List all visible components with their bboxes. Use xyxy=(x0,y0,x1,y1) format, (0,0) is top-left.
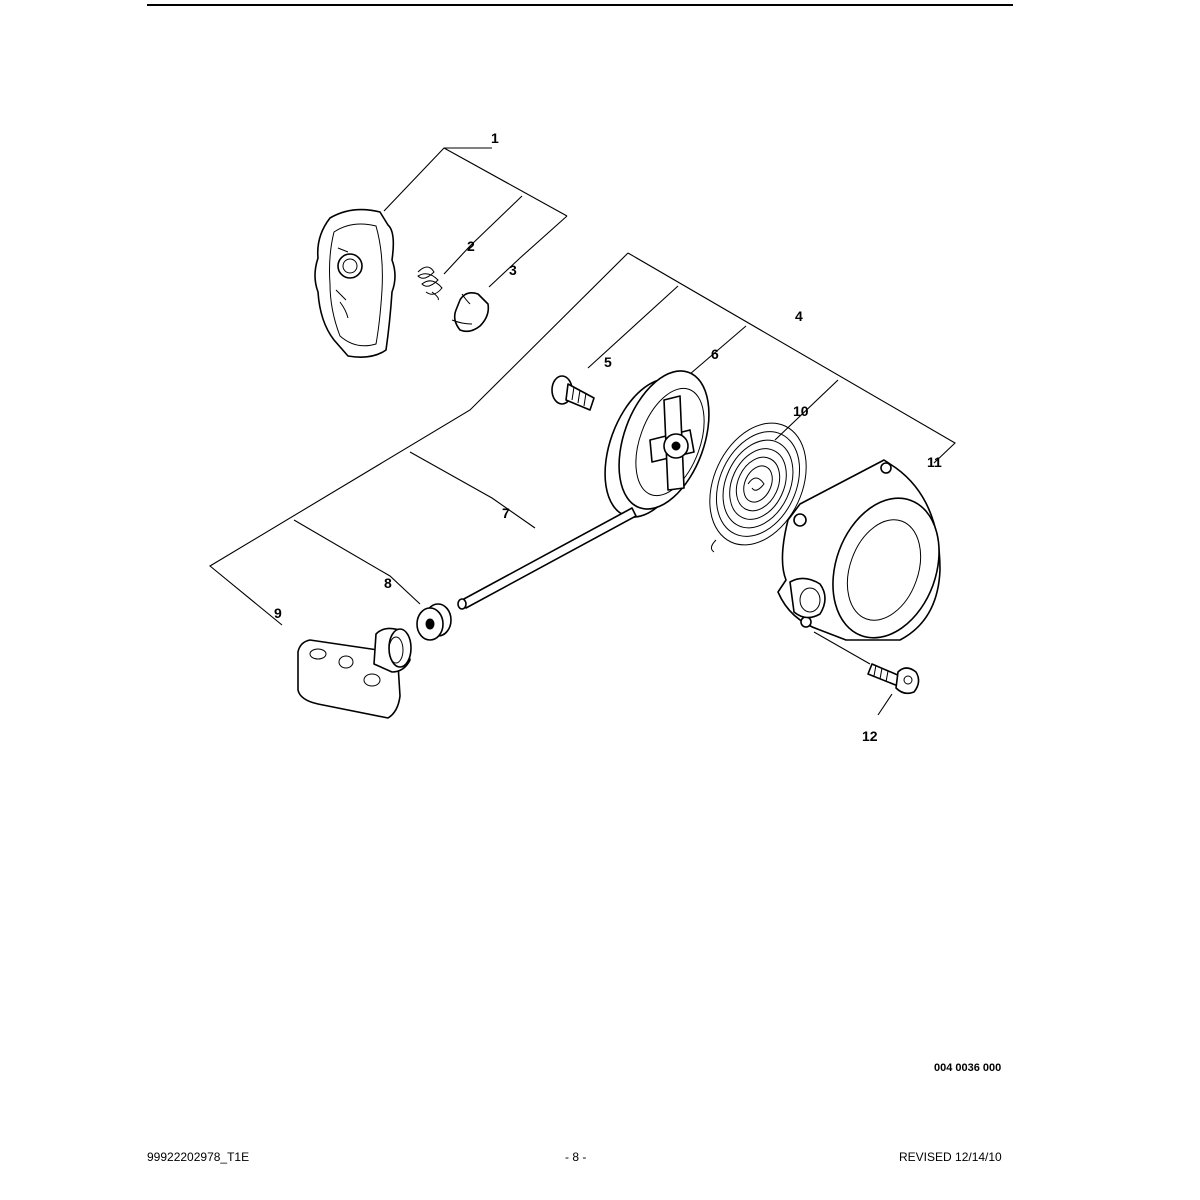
callout-6: 6 xyxy=(711,346,719,362)
callout-5: 5 xyxy=(604,354,612,370)
part-12-bolt xyxy=(867,663,920,695)
callout-3: 3 xyxy=(509,262,517,278)
callout-12: 12 xyxy=(862,728,878,744)
leader-lines xyxy=(209,147,956,716)
part-1-cover xyxy=(314,208,396,358)
callout-10: 10 xyxy=(793,403,809,419)
part-7-rope xyxy=(457,507,637,610)
callout-2: 2 xyxy=(467,238,475,254)
part-10-spiral-spring xyxy=(709,422,807,553)
part-8-grommet xyxy=(416,603,452,641)
part-2-spring xyxy=(417,266,443,301)
callout-11: 11 xyxy=(927,454,942,470)
footer-document-code: 99922202978_T1E xyxy=(147,1150,250,1164)
footer-revision-date: REVISED 12/14/10 xyxy=(899,1150,1002,1164)
callout-9: 9 xyxy=(274,605,282,621)
footer-page-number: - 8 - xyxy=(565,1150,587,1164)
part-6-reel xyxy=(604,370,710,518)
part-11-housing xyxy=(777,459,941,641)
callout-7: 7 xyxy=(502,505,510,521)
callout-numbers: 1 2 3 4 5 6 7 8 9 10 11 12 xyxy=(274,130,942,744)
part-5-screw xyxy=(551,375,595,411)
top-rule xyxy=(147,4,1013,6)
part-3-pawl xyxy=(451,292,490,333)
part-9-handle xyxy=(297,627,412,719)
callout-1: 1 xyxy=(491,130,499,146)
drawing-number: 004 0036 000 xyxy=(934,1062,1002,1074)
callout-8: 8 xyxy=(384,575,392,591)
callout-4: 4 xyxy=(795,308,803,324)
